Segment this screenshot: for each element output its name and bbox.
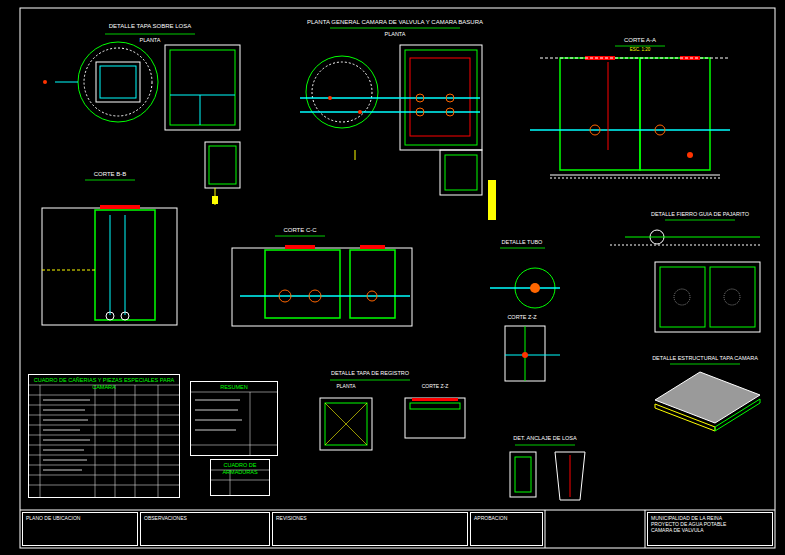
drawing-label: CORTE Z-Z [422, 384, 449, 390]
table-text: CAMARA DE VALVULA [651, 527, 769, 533]
table-text: CUADRO DE CAÑERIAS Y PIEZAS ESPECIALES P… [32, 377, 176, 390]
drawing-label: DETALLE ESTRUCTURAL TAPA CAMARA [652, 355, 758, 361]
drawing-label: PLANTA GENERAL CAMARA DE VALVULA Y CAMAR… [307, 19, 483, 26]
table-box: PLANO DE UBICACION [22, 512, 138, 546]
drawing-label: CORTE Z-Z [507, 314, 536, 320]
drawing-label: PLANTA [385, 31, 406, 37]
table-box: OBSERVACIONES [140, 512, 270, 546]
drawing-label: DETALLE TAPA DE REGISTRO [331, 370, 409, 376]
drawing-label: CORTE C-C [283, 227, 316, 234]
table-box: REVISIONES [272, 512, 468, 546]
table-box: RESUMEN [190, 381, 278, 456]
drawing-label: PLANTA [140, 37, 161, 43]
table-text: MUNICIPALIDAD DE LA REINA [651, 515, 769, 521]
table-text: OBSERVACIONES [144, 515, 266, 521]
table-text: PROYECTO DE AGUA POTABLE [651, 521, 769, 527]
drawing-label: CORTE B-B [94, 171, 127, 178]
drawing-label: ESC. 1:20 [630, 48, 651, 53]
table-text: PLANO DE UBICACION [26, 515, 134, 521]
table-text: CUADRO DE ARMADURAS [214, 462, 266, 475]
table-box: CUADRO DE CAÑERIAS Y PIEZAS ESPECIALES P… [28, 374, 180, 498]
drawing-label: DETALLE TAPA SOBRE LOSA [109, 23, 192, 30]
table-box: MUNICIPALIDAD DE LA REINAPROYECTO DE AGU… [647, 512, 773, 546]
table-text: RESUMEN [194, 384, 274, 391]
drawing-label: DETALLE TUBO [502, 239, 543, 245]
drawing-label: CORTE A-A [624, 37, 656, 44]
drawing-label: PLANTA [336, 384, 355, 390]
table-box: CUADRO DE ARMADURAS [210, 459, 270, 496]
drawing-label: DETALLE FIERRO GUIA DE PAJARITO [651, 211, 749, 217]
drawing-label: DET. ANCLAJE DE LOSA [513, 435, 576, 441]
table-box: APROBACION [470, 512, 543, 546]
table-text: REVISIONES [276, 515, 464, 521]
table-text: APROBACION [474, 515, 539, 521]
